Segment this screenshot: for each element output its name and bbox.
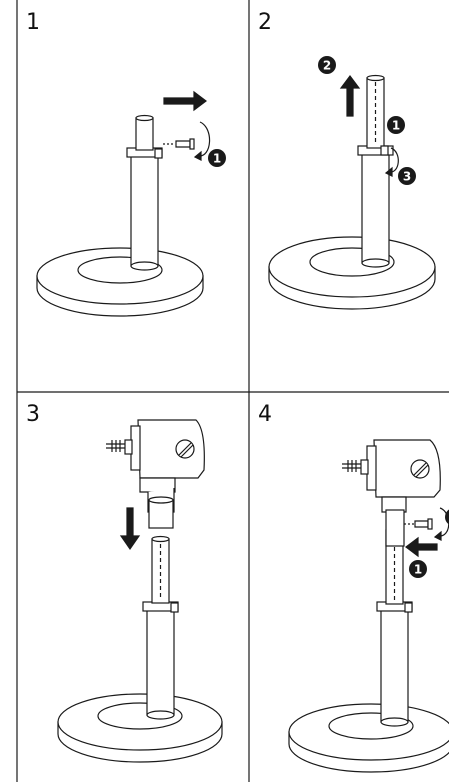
svg-text:1: 1: [392, 119, 400, 133]
callout-1: 1: [409, 560, 427, 578]
lower-tube: [376, 601, 413, 727]
stand-base: [288, 703, 449, 773]
svg-text:1: 1: [414, 563, 422, 577]
arrow-up-icon: [339, 75, 361, 117]
callout-edge: [445, 509, 449, 525]
stand-base: [57, 693, 223, 763]
callout-1: 1: [387, 116, 405, 134]
step-number-4: 4: [258, 402, 272, 427]
lock-knob: [380, 145, 389, 156]
stand-base: [268, 236, 436, 310]
upper-tube: [135, 114, 154, 151]
svg-text:1: 1: [213, 152, 221, 166]
step-number-2: 2: [258, 10, 272, 35]
upper-tube: [385, 529, 404, 605]
screw-icon: [404, 518, 433, 530]
arrow-right-icon: [163, 90, 207, 112]
arrow-down-icon: [119, 507, 141, 551]
svg-text:3: 3: [403, 170, 411, 184]
svg-text:2: 2: [323, 59, 331, 73]
rotate-icon: [197, 121, 211, 157]
camera-icon: [106, 419, 205, 529]
callout-3: 3: [398, 167, 416, 185]
panel-2: 2 1 3: [268, 56, 436, 310]
panel-grid: [16, 0, 449, 782]
lower-tube: [126, 147, 163, 271]
upper-tube: [151, 535, 170, 604]
screw-icon: [163, 138, 195, 150]
lock-knob: [170, 602, 179, 613]
lower-tube: [142, 601, 179, 720]
callout-2: 2: [318, 56, 336, 74]
panel-1: 1: [36, 90, 226, 317]
step-number-1: 1: [26, 10, 40, 35]
camera-icon: [342, 439, 441, 547]
stand-base: [36, 247, 204, 317]
lock-knob: [154, 148, 163, 159]
upper-tube: [366, 74, 385, 149]
lower-tube: [357, 145, 394, 268]
panel-3: [57, 419, 223, 763]
arrow-left-icon: [405, 536, 438, 558]
callout-1: 1: [208, 149, 226, 167]
panel-4: 1: [288, 439, 449, 773]
step-number-3: 3: [26, 402, 40, 427]
lock-knob: [404, 602, 413, 613]
